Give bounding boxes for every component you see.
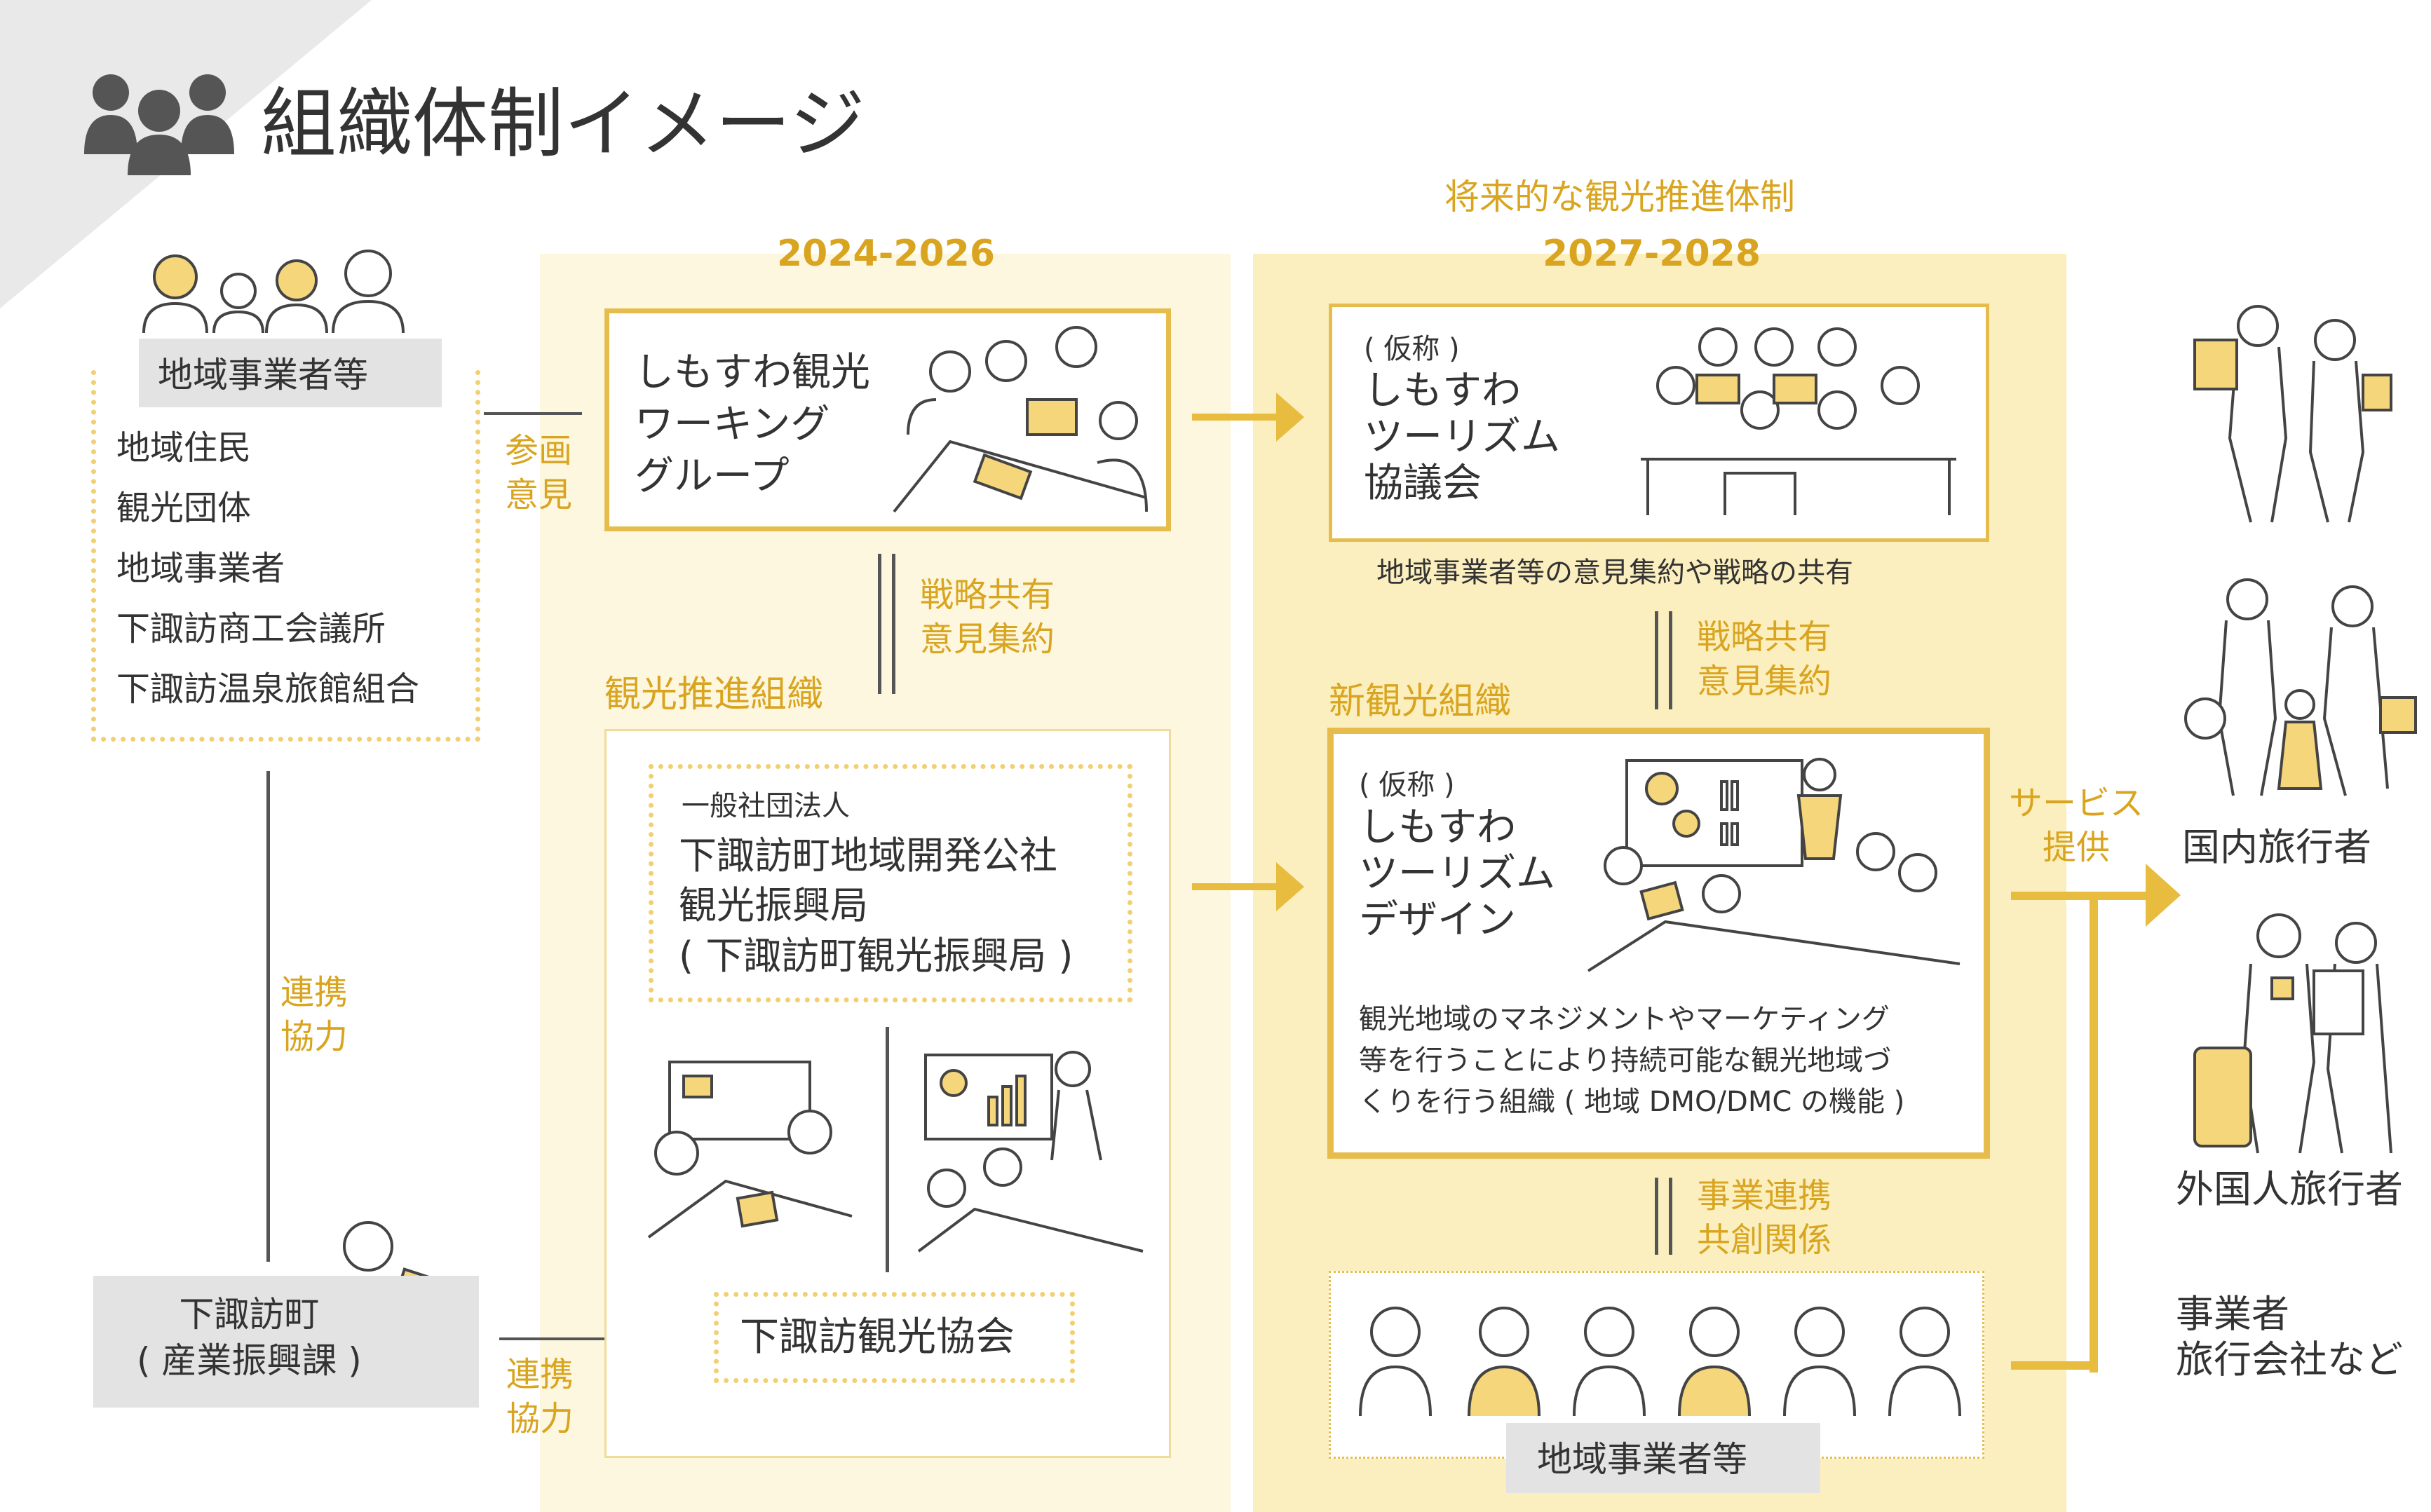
tourist-icon [2193,305,2392,523]
member-item: 下諏訪温泉旅館組合 [116,669,420,709]
corp-name: 下諏訪町地域開発公社 観光振興局 ( 下諏訪町観光振興局 ) [679,833,1074,978]
office-scene-icon [647,1061,853,1239]
period-current: 2024-2026 [777,233,996,275]
design-meeting-icon [1587,758,1961,972]
others-label: 事業者 旅行会社など [2176,1292,2403,1382]
biz-label: 事業連携 共創関係 [1697,1176,1832,1260]
new-org-label: 新観光組織 [1329,681,1512,723]
page-title: 組織体制イメージ [261,81,865,168]
share-line-a [878,554,881,694]
biz-line-a [1655,1178,1658,1255]
family-icon [142,250,405,334]
biz-line-b [1669,1178,1672,1255]
corp-box [649,764,1132,1002]
council-box [1329,304,1989,542]
left-group-header [139,339,442,407]
left-members-box [91,370,480,742]
left-group-label: 地域事業者等 [158,355,368,395]
working-group-name: しもすわ観光 ワーキング グループ [635,350,870,499]
council-name: しもすわ ツーリズム 協議会 [1364,368,1560,507]
council-desc: 地域事業者等の意見集約や戦略の共有 [1376,557,1853,589]
future-share-label: 戦略共有 意見集約 [1697,618,1832,702]
service-line-bottom [2011,1361,2098,1370]
participation-line [484,412,582,415]
meeting-icon [893,326,1148,513]
current-org-label: 観光推進組織 [604,674,824,716]
corp-small: 一般社団法人 [682,790,850,822]
member-item: 地域事業者 [116,549,285,588]
design-small: ( 仮称 ) [1359,769,1455,801]
domestic-traveler-label: 国内旅行者 [2182,825,2371,869]
member-item: 地域住民 [116,428,252,468]
association-name: 下諏訪観光協会 [740,1314,1015,1360]
service-line-vertical [2090,896,2098,1373]
future-share-line-b [1669,611,1672,709]
foreign-traveler-icon [2193,913,2392,1154]
middle-divider [886,1027,889,1272]
workers-icon [1359,1307,1961,1417]
arrow-right-icon [1192,862,1304,911]
period-future: 2027-2028 [1543,233,1761,275]
local-biz-label: 地域事業者等 [1537,1439,1747,1480]
arrow-right-icon [2146,864,2181,927]
people-icon [84,74,234,175]
presentation-icon [917,1051,1144,1253]
share-line-b [892,554,895,694]
foreign-traveler-label: 外国人旅行者 [2176,1167,2403,1211]
future-share-line-a [1655,611,1658,709]
future-label: 将来的な観光推進体制 [1444,177,1795,217]
left-link-label: 連携 協力 [280,973,348,1057]
left-connector-line [266,771,270,1262]
design-name: しもすわ ツーリズム デザイン [1359,805,1555,944]
arrow-right-icon [1192,393,1304,442]
association-box [714,1292,1075,1383]
coop-label: 連携 協力 [506,1355,574,1439]
council-meeting-icon [1641,327,1956,515]
member-item: 下諏訪商工会議所 [116,609,386,648]
current-share-label: 戦略共有 意見集約 [920,575,1055,660]
town-box [93,1276,479,1408]
member-item: 観光団体 [116,489,252,528]
service-label: サービス 提供 [2009,784,2144,868]
local-biz-label-box [1506,1423,1820,1493]
design-desc: 観光地域のマネジメントやマーケティング 等を行うことにより持続可能な観光地域づ … [1359,1003,1905,1119]
participation-label: 参画 意見 [505,431,573,515]
family-traveler-icon [2184,578,2417,796]
council-small: ( 仮称 ) [1364,333,1460,365]
service-line-horizontal [2011,892,2151,900]
town-label: 下諏訪町 ( 産業振興課 ) [137,1294,362,1381]
